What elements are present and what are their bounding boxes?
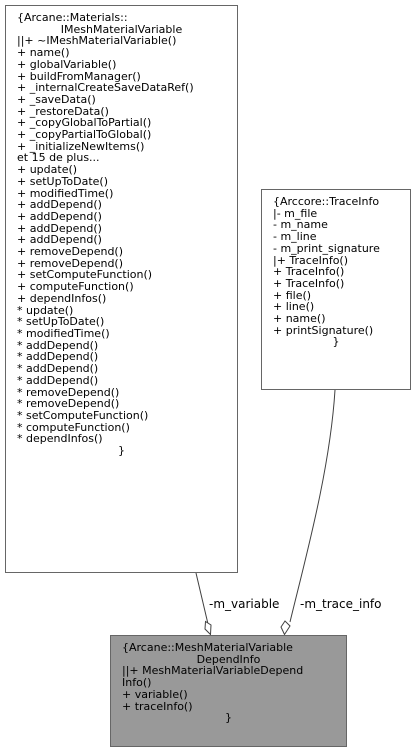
class-title-line: IMeshMaterialVariable <box>60 22 183 36</box>
member-line: * setComputeFunction() <box>17 408 149 422</box>
member-line: * update() <box>17 303 74 317</box>
member-line: + setUpToDate() <box>17 174 109 188</box>
member-line: - m_print_signature <box>273 241 380 255</box>
member-line: + _initializeNewItems() <box>17 139 145 153</box>
member-line: + _restoreData() <box>17 104 109 118</box>
member-line: + TraceInfo() <box>273 276 345 290</box>
class-title-line: {Arccore::TraceInfo <box>273 195 380 208</box>
class-close-brace: } <box>225 711 232 725</box>
member-line: + buildFromManager() <box>17 69 141 83</box>
class-title-line: {Arcane::MeshMaterialVariable <box>122 641 293 654</box>
member-line: + setComputeFunction() <box>17 268 153 282</box>
edge-trace-line <box>289 389 336 623</box>
class-title-line: {Arcane::Materials:: <box>17 11 128 24</box>
member-line: + line() <box>273 300 315 314</box>
member-line: + name() <box>273 312 326 326</box>
imesh-lines: {Arcane::Materials::IMeshMaterialVariabl… <box>6 6 237 457</box>
member-line: + _internalCreateSaveDataRef() <box>17 81 194 95</box>
member-line: Info() <box>122 676 152 690</box>
trace-lines: {Arccore::TraceInfo|- m_file- m_name- m_… <box>262 190 410 348</box>
member-line: * addDepend() <box>17 338 99 352</box>
member-line: * dependInfos() <box>17 432 103 446</box>
member-line: * computeFunction() <box>17 420 130 434</box>
member-line: |- m_file <box>273 206 318 220</box>
member-line: + TraceInfo() <box>273 265 345 279</box>
member-line: + _copyGlobalToPartial() <box>17 116 152 130</box>
member-line: * removeDepend() <box>17 385 120 399</box>
member-line: * setUpToDate() <box>17 315 105 329</box>
edge-trace-diamond <box>280 620 291 636</box>
member-line: + computeFunction() <box>17 280 134 294</box>
member-line: * addDepend() <box>17 373 99 387</box>
member-line: + addDepend() <box>17 221 102 235</box>
member-line: + update() <box>17 163 78 177</box>
member-line: - m_line <box>273 230 317 244</box>
member-line: ||+ MeshMaterialVariableDepend <box>122 664 304 678</box>
member-line: |+ TraceInfo() <box>273 253 349 267</box>
edge-label-trace-info: -m_trace_info <box>300 597 382 611</box>
member-line: + _copyPartialToGlobal() <box>17 128 152 142</box>
member-line: * addDepend() <box>17 350 99 364</box>
member-line: * modifiedTime() <box>17 326 110 340</box>
member-line: et 15 de plus... <box>17 151 100 165</box>
member-line: + dependInfos() <box>17 291 107 305</box>
member-line: + traceInfo() <box>122 699 193 713</box>
member-line: + variable() <box>122 687 188 701</box>
member-line: * addDepend() <box>17 362 99 376</box>
class-close-brace: } <box>118 444 125 458</box>
member-line: + printSignature() <box>273 323 374 337</box>
member-line: + file() <box>273 288 312 302</box>
edge-variable-diamond <box>204 620 212 636</box>
class-title-line: DependInfo <box>196 652 261 666</box>
member-line: + removeDepend() <box>17 245 124 259</box>
member-line: + name() <box>17 46 70 60</box>
member-line: ||+ ~IMeshMaterialVariable() <box>17 34 177 48</box>
member-line: + modifiedTime() <box>17 186 114 200</box>
edge-label-variable: -m_variable <box>209 597 280 611</box>
member-line: + addDepend() <box>17 233 102 247</box>
node-trace-info[interactable]: {Arccore::TraceInfo|- m_file- m_name- m_… <box>261 189 411 390</box>
class-close-brace: } <box>332 335 340 349</box>
edge-variable-line <box>195 572 209 625</box>
member-line: - m_name <box>273 218 328 232</box>
member-line: + _saveData() <box>17 92 96 106</box>
member-line: + addDepend() <box>17 209 102 223</box>
member-line: + globalVariable() <box>17 57 117 71</box>
node-imesh-material-variable[interactable]: {Arcane::Materials::IMeshMaterialVariabl… <box>5 5 238 573</box>
member-line: * removeDepend() <box>17 397 120 411</box>
member-line: + addDepend() <box>17 198 102 212</box>
member-line: + removeDepend() <box>17 256 124 270</box>
